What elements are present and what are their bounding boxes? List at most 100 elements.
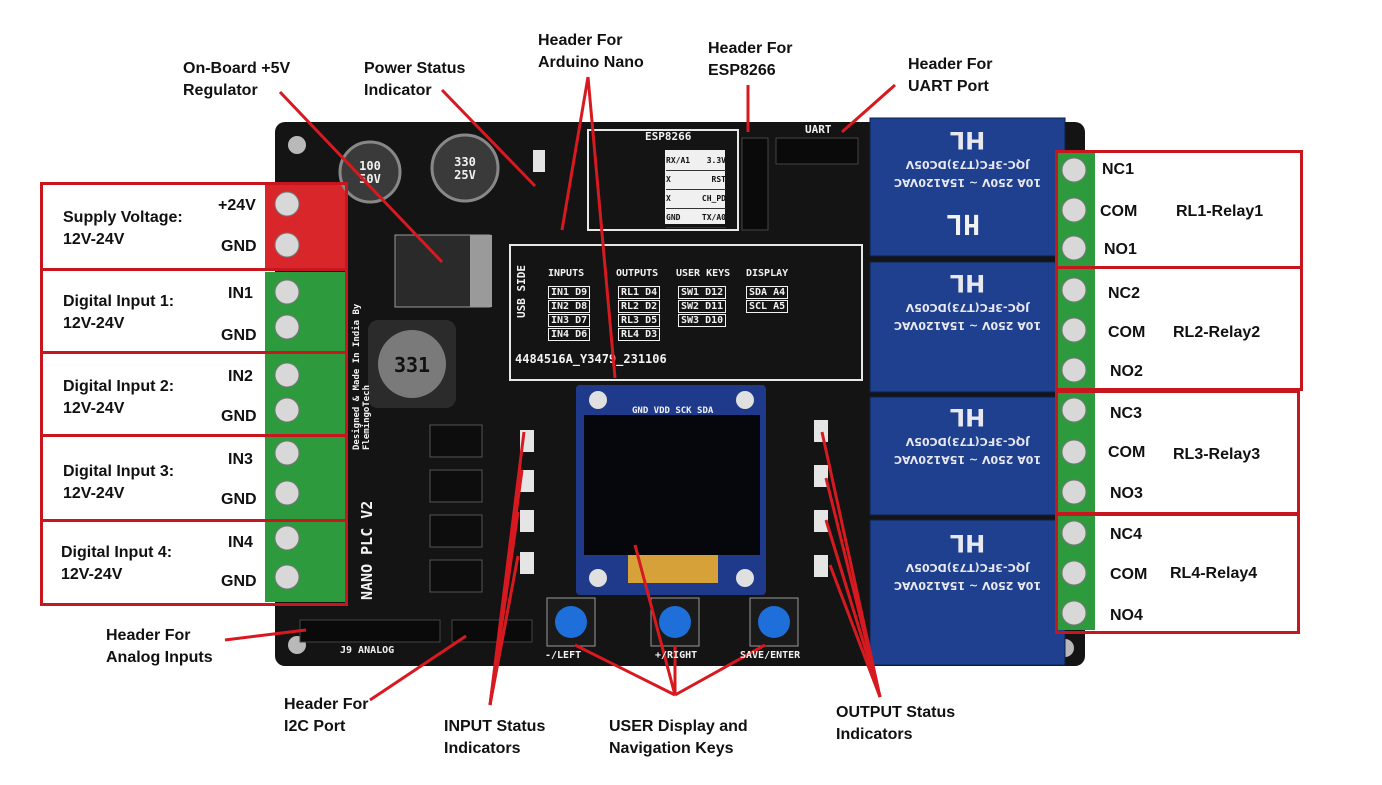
usb-side-label: USB SIDE — [515, 265, 528, 318]
relay4-com-label: COM — [1110, 566, 1148, 583]
display-pin-row: SCL A5 — [746, 300, 789, 313]
optocouplers — [429, 424, 483, 593]
user-keys-header: USER KEYS — [676, 268, 731, 279]
mount-hole — [288, 136, 306, 154]
relay1-no-label: NO1 — [1104, 241, 1137, 258]
in1-gnd-label: GND — [221, 327, 257, 344]
supply-gnd-label: GND — [221, 238, 257, 255]
supply-voltage-box: Supply Voltage: 12V-24V +24V GND — [40, 182, 348, 271]
esp-pin-table — [665, 150, 725, 224]
esp-label: ESP8266 — [645, 130, 692, 143]
digital-input-2-box: Digital Input 2: 12V-24V IN2 GND — [40, 351, 348, 437]
relay1-nc-label: NC1 — [1102, 161, 1135, 178]
relay2-no-label: NO2 — [1110, 363, 1143, 380]
relay3-name: RL3-Relay3 — [1173, 446, 1261, 463]
relay-face-line: JQC-3FC(T73)DC05V — [905, 301, 1030, 314]
arduino-header-outline — [509, 244, 863, 381]
uart-label: UART — [805, 123, 832, 136]
callout-output-status: OUTPUT Status Indicators — [836, 704, 956, 743]
display-header: DISPLAY — [746, 268, 789, 279]
in1-label: IN1 — [228, 285, 253, 302]
supply-plus-label: +24V — [218, 197, 256, 214]
in4-gnd-label: GND — [221, 573, 257, 590]
callout-input-status: INPUT Status Indicators — [444, 718, 546, 757]
relay2-com-label: COM — [1108, 324, 1146, 341]
relay1-box: NC1 COM NO1 RL1-Relay1 — [1055, 150, 1303, 269]
callout-esp-header: Header For ESP8266 — [708, 40, 793, 79]
output-pin-row: RL4 D3 — [618, 328, 661, 341]
digital-input-3-box: Digital Input 3: 12V-24V IN3 GND — [40, 434, 348, 522]
callout-lines — [224, 76, 896, 706]
svg-text:HL: HL — [946, 208, 980, 241]
relay-text: HL — [946, 208, 980, 241]
analog-header — [299, 619, 441, 643]
terminal-screw — [274, 191, 300, 217]
callout-analog-header: Header For Analog Inputs — [106, 627, 213, 666]
callout-regulator: On-Board +5V Regulator — [183, 60, 291, 99]
key-pin-row: SW3 D10 — [678, 314, 727, 327]
relay3-nc-label: NC3 — [1110, 405, 1143, 422]
relay-face-line: HL — [949, 269, 986, 297]
relay2-box: NC2 COM NO2 RL2-Relay2 — [1055, 266, 1303, 391]
relay-face-text: 10A 250V ~ 15A120VAC JQC-3FC(T73)DC05V HL — [880, 268, 1055, 334]
relay4-nc-label: NC4 — [1110, 526, 1143, 543]
supply-voltage-title: Supply Voltage: 12V-24V — [63, 209, 183, 248]
callout-arduino-header: Header For Arduino Nano — [538, 32, 644, 71]
input-pin-row: IN1 D9 — [548, 286, 591, 299]
key-left-label: -/LEFT — [545, 650, 582, 661]
callout-power-status: Power Status Indicator — [364, 60, 466, 99]
digital-input-1-title: Digital Input 1: 12V-24V — [63, 293, 175, 332]
relay1-name: RL1-Relay1 — [1176, 203, 1264, 220]
regulator-tab — [470, 235, 492, 307]
relay1-com-label: COM — [1100, 203, 1138, 220]
analog-label: J9 ANALOG — [340, 645, 395, 656]
user-keys — [546, 597, 799, 647]
digital-input-4-box: Digital Input 4: 12V-24V IN4 GND — [40, 519, 348, 606]
input-leds — [520, 430, 534, 574]
key-pin-row: SW2 D11 — [678, 300, 727, 313]
input-pin-row: IN3 D7 — [548, 314, 591, 327]
callout-uart-header: Header For UART Port — [908, 56, 993, 95]
relay-face-line: JQC-3FC(T73)DC05V — [905, 158, 1030, 171]
relay3-no-label: NO3 — [1110, 485, 1143, 502]
key-pin-row: SW1 D12 — [678, 286, 727, 299]
relay-face-line: 10A 250V ~ 15A120VAC — [893, 319, 1042, 332]
power-led — [533, 150, 545, 172]
relay-face-line: HL — [949, 126, 986, 154]
output-pin-row: RL3 D5 — [618, 314, 661, 327]
key-right-label: +/RIGHT — [655, 650, 698, 661]
in2-gnd-label: GND — [221, 408, 257, 425]
relay2-name: RL2-Relay2 — [1173, 324, 1261, 341]
inputs-header: INPUTS — [548, 268, 585, 279]
input-terminal-screws — [274, 279, 300, 590]
relay2-nc-label: NC2 — [1108, 285, 1141, 302]
relay4-no-label: NO4 — [1110, 607, 1143, 624]
in2-label: IN2 — [228, 368, 253, 385]
relay-face-line: HL — [949, 403, 986, 431]
relay-face-line: JQC-3FC(T73)DC05V — [905, 435, 1030, 448]
capacitor-c1 — [338, 140, 402, 204]
i2c-header — [451, 619, 533, 643]
output-pin-row: RL2 D2 — [618, 300, 661, 313]
digital-input-3-title: Digital Input 3: 12V-24V — [63, 463, 175, 502]
key-enter-label: SAVE/ENTER — [740, 650, 801, 661]
input-pin-row: IN2 D8 — [548, 300, 591, 313]
callout-i2c-header: Header For I2C Port — [284, 696, 369, 735]
terminal-screw — [274, 232, 300, 258]
board-name: NANO PLC V2 — [358, 501, 376, 600]
uart-header — [775, 137, 859, 165]
